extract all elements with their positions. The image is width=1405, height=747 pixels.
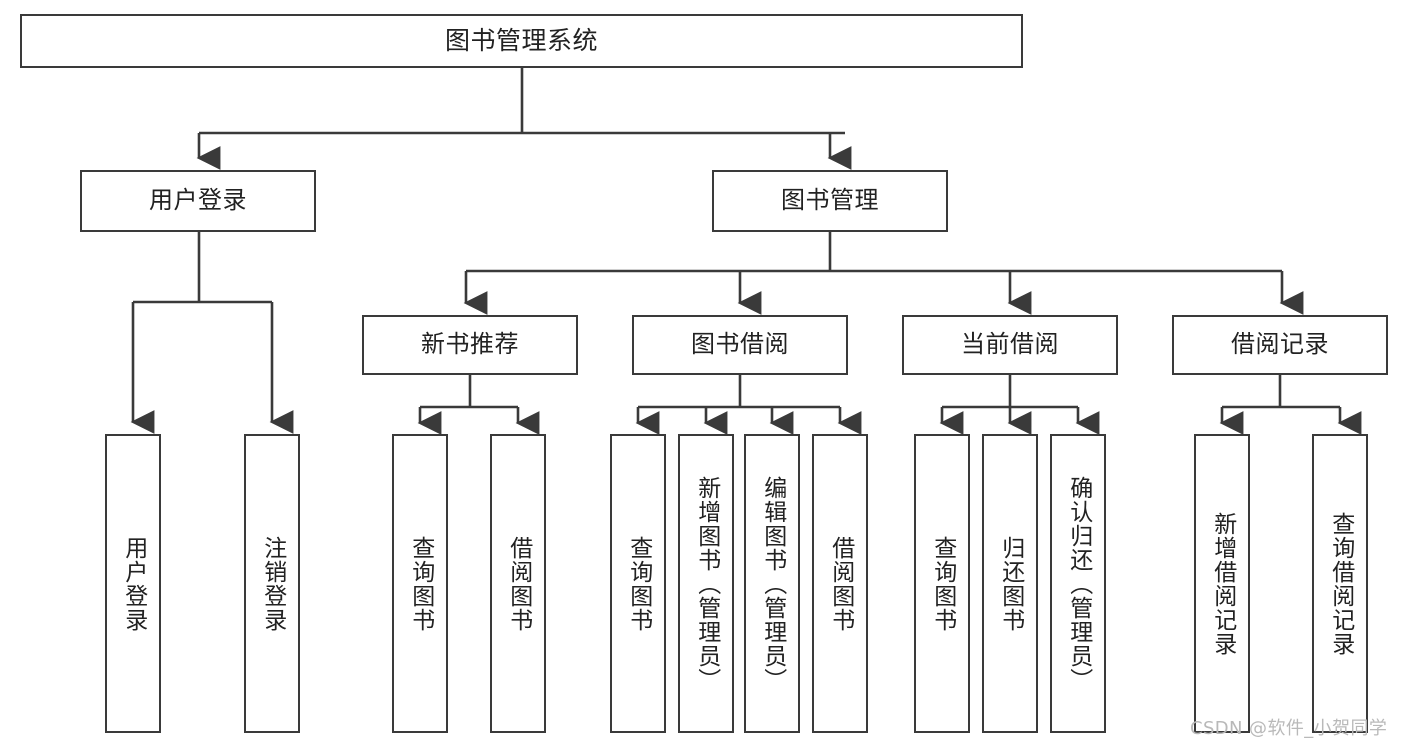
node-label: 归还图书 <box>997 535 1024 632</box>
node-new-book-recommend[interactable]: 新书推荐 <box>362 315 578 375</box>
node-leaf-return-book[interactable]: 归还图书 <box>982 434 1038 733</box>
node-leaf-logout-login[interactable]: 注销登录 <box>244 434 300 733</box>
node-leaf-query-borrow-record[interactable]: 查询借阅记录 <box>1312 434 1368 733</box>
csdn-watermark: CSDN @软件_小贺同学 <box>1190 718 1388 739</box>
node-leaf-confirm-return[interactable]: 确认归还（管理员） <box>1050 434 1106 733</box>
node-label: 查询图书 <box>929 535 956 632</box>
node-leaf-add-book[interactable]: 新增图书（管理员） <box>678 434 734 733</box>
node-leaf-query-book-2[interactable]: 查询图书 <box>610 434 666 733</box>
node-label: 查询借阅记录 <box>1327 511 1354 656</box>
node-leaf-borrow-book-2[interactable]: 借阅图书 <box>812 434 868 733</box>
node-leaf-query-book-3[interactable]: 查询图书 <box>914 434 970 733</box>
node-label: 当前借阅 <box>961 330 1059 359</box>
node-label: 新书推荐 <box>421 330 519 359</box>
node-label: 注销登录 <box>259 535 286 632</box>
node-leaf-user-login[interactable]: 用户登录 <box>105 434 161 733</box>
node-label: 确认归还（管理员） <box>1065 475 1092 692</box>
node-label: 新增借阅记录 <box>1209 511 1236 656</box>
node-label: 用户登录 <box>120 535 147 632</box>
node-label: 图书借阅 <box>691 330 789 359</box>
node-label: 借阅图书 <box>505 535 532 632</box>
node-leaf-add-borrow-record[interactable]: 新增借阅记录 <box>1194 434 1250 733</box>
node-leaf-query-book-1[interactable]: 查询图书 <box>392 434 448 733</box>
node-label: 新增图书（管理员） <box>693 475 720 692</box>
node-label: 图书管理系统 <box>444 25 598 55</box>
node-current-borrow[interactable]: 当前借阅 <box>902 315 1118 375</box>
node-label: 借阅图书 <box>827 535 854 632</box>
node-leaf-borrow-book-1[interactable]: 借阅图书 <box>490 434 546 733</box>
node-label: 查询图书 <box>625 535 652 632</box>
node-label: 借阅记录 <box>1231 330 1329 359</box>
node-label: 编辑图书（管理员） <box>759 475 786 692</box>
node-book-manage[interactable]: 图书管理 <box>712 170 948 232</box>
node-label: 查询图书 <box>407 535 434 632</box>
node-user-login[interactable]: 用户登录 <box>80 170 316 232</box>
node-leaf-edit-book[interactable]: 编辑图书（管理员） <box>744 434 800 733</box>
node-label: 用户登录 <box>149 186 247 215</box>
node-borrow-record[interactable]: 借阅记录 <box>1172 315 1388 375</box>
node-root-system[interactable]: 图书管理系统 <box>20 14 1023 68</box>
node-label: 图书管理 <box>781 186 879 215</box>
node-book-borrow[interactable]: 图书借阅 <box>632 315 848 375</box>
